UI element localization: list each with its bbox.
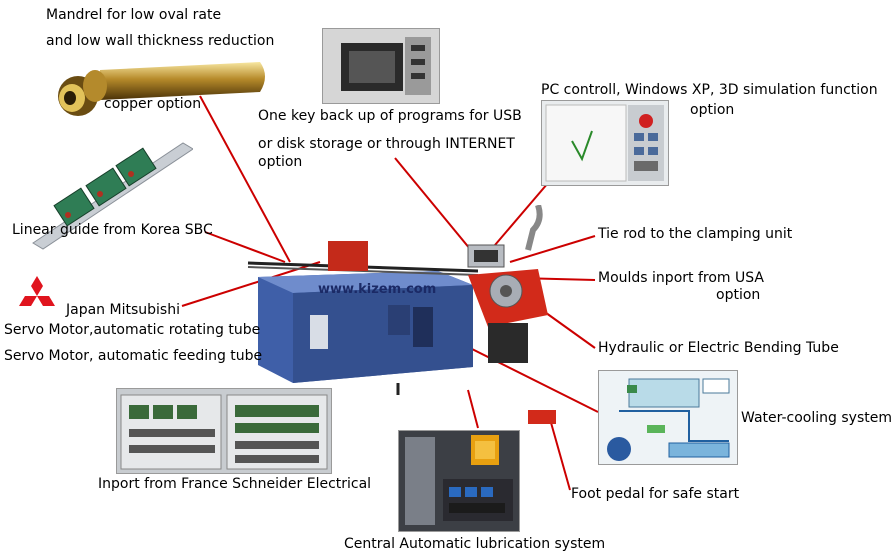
website-label: www.kizem.com <box>318 282 437 297</box>
lubrication-system-image <box>398 430 520 532</box>
water-cooling-label: Water-cooling system <box>741 410 892 426</box>
leader-tie-rod <box>509 235 596 263</box>
schneider-label: Inport from France Schneider Electrical <box>98 476 372 492</box>
pc-control-image <box>541 100 669 186</box>
leader-usb <box>394 157 476 256</box>
hydraulic-label: Hydraulic or Electric Bending Tube <box>598 340 839 356</box>
leader-linear-guide <box>204 231 286 263</box>
mitsubishi-label: Japan Mitsubishi <box>66 302 180 318</box>
mandrel-image <box>40 48 275 120</box>
schneider-cabinet-image <box>116 388 332 474</box>
leader-foot <box>547 411 571 491</box>
usb-label-line2: or disk storage or through INTERNET <box>258 136 515 152</box>
servo-rotating-label: Servo Motor,automatic rotating tube <box>4 322 261 338</box>
lubrication-label: Central Automatic lubrication system <box>344 536 606 552</box>
leader-pc <box>494 182 549 246</box>
mandrel-label-line1: Mandrel for low oval rate <box>46 7 222 23</box>
tie-rod-label: Tie rod to the clamping unit <box>598 226 793 242</box>
pc-control-label-line2: option <box>690 102 735 118</box>
moulds-label-line2: option <box>716 287 761 303</box>
linear-guide-label: Linear guide from Korea SBC <box>12 222 213 238</box>
mitsubishi-logo <box>14 274 60 314</box>
foot-pedal-label: Foot pedal for safe start <box>571 486 740 502</box>
leader-lubrication <box>467 389 479 429</box>
mandrel-label-line2: and low wall thickness reduction <box>46 33 275 49</box>
usb-label-line1: One key back up of programs for USB <box>258 108 522 124</box>
usb-controller-image <box>322 28 440 104</box>
pc-control-label-line1: PC controll, Windows XP, 3D simulation f… <box>541 82 878 98</box>
usb-label-line3: option <box>258 154 303 170</box>
leader-mandrel <box>199 95 291 263</box>
water-cooling-diagram-image <box>598 370 738 465</box>
tube-bending-machine-image <box>238 204 558 435</box>
copper-option-label: copper option <box>104 96 202 112</box>
servo-feeding-label: Servo Motor, automatic feeding tube <box>4 348 263 364</box>
moulds-label-line1: Moulds inport from USA <box>598 270 764 286</box>
